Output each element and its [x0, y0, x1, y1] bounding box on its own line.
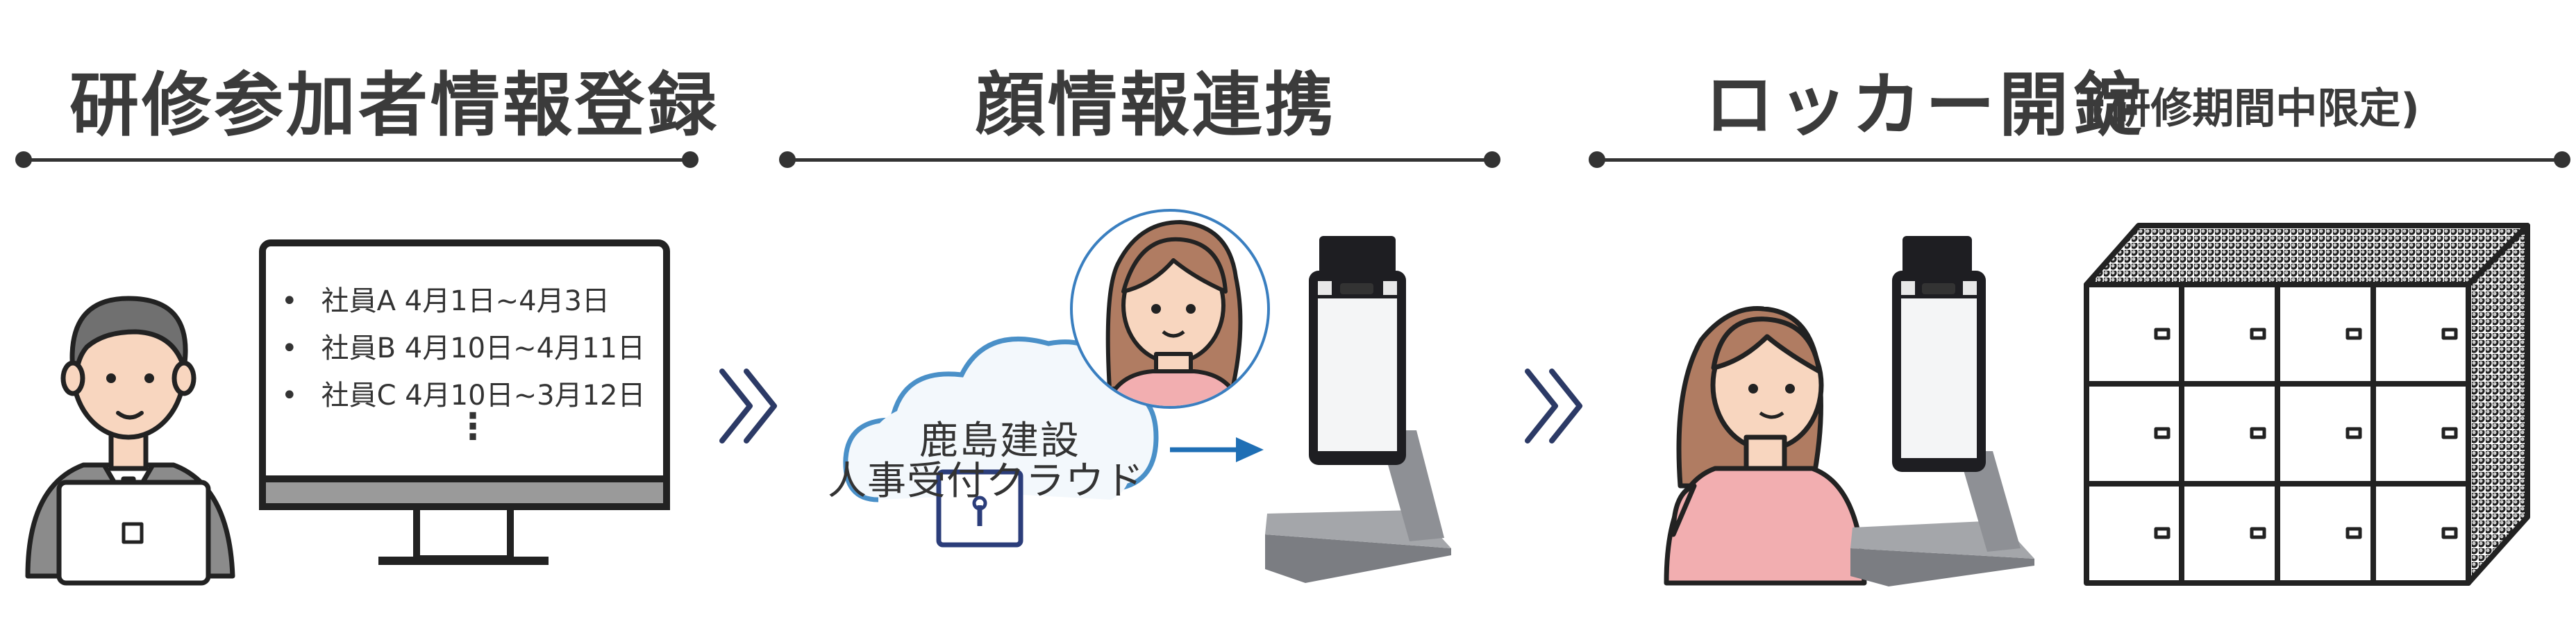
step-1-title: 研修参加者情報登録	[69, 65, 719, 146]
office-worker-illustration	[25, 296, 235, 586]
step-3-note: (研修期間中限定)	[2090, 85, 2420, 133]
locker-illustration	[2084, 223, 2530, 586]
section-2-rule	[786, 158, 1491, 162]
cloud-illustration	[843, 337, 1159, 548]
face-terminal-2-illustration	[1850, 236, 2034, 586]
employee-schedule-list: 社員A 4月1日~4月3日 社員B 4月10日~4月11日 社員C 4月10日~…	[281, 278, 646, 419]
step-3-title: ロッカー開錠	[1705, 65, 2146, 146]
section-2-dot-right	[1484, 151, 1500, 168]
woman-illustration	[1664, 306, 1867, 586]
chevron-2-icon	[1525, 369, 1582, 443]
section-1-dot-right	[682, 151, 699, 168]
section-1-rule	[22, 158, 689, 162]
list-item: 社員C 4月10日~3月12日	[281, 372, 646, 419]
more-indicator: ⋮	[455, 406, 491, 448]
section-3-dot-right	[2554, 151, 2570, 168]
step-2-title: 顔情報連携	[976, 65, 1337, 146]
face-terminal-1-illustration	[1265, 236, 1451, 583]
sync-arrow-icon	[1170, 437, 1264, 462]
face-avatar-illustration	[1070, 209, 1270, 409]
chevron-1-icon	[719, 369, 777, 443]
cloud-label-line1: 鹿島建設	[919, 419, 1080, 464]
list-item: 社員A 4月1日~4月3日	[281, 278, 645, 325]
cloud-label-line2: 人事受付クラウド	[828, 459, 1144, 504]
list-item: 社員B 4月10日~4月11日	[281, 325, 645, 372]
section-3-rule	[1596, 158, 2561, 162]
